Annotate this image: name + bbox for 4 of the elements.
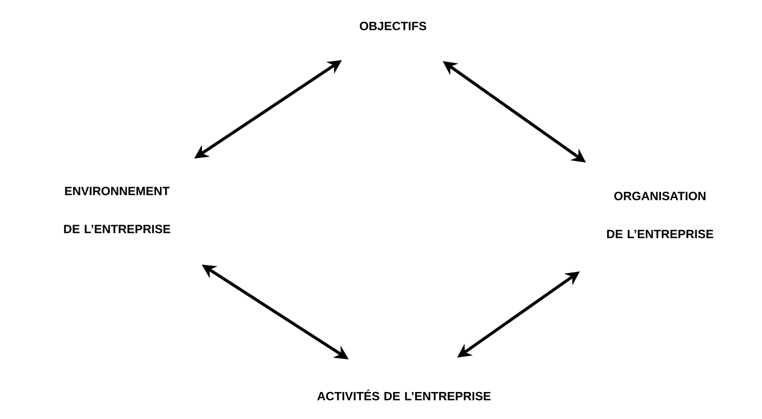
label-text: ORGANISATION DE L’ENTREPRISE [607, 192, 714, 238]
label-text: OBJECTIFS [360, 22, 426, 30]
label-text: ENVIRONNEMENT DE L’ENTREPRISE [64, 186, 170, 234]
label-text: ACTIVITÉS DE L’ENTREPRISE [317, 390, 491, 400]
